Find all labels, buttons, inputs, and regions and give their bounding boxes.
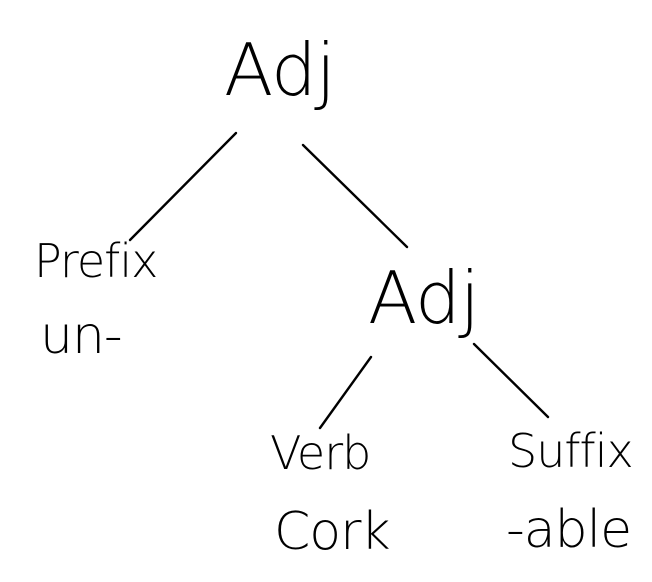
verb-word-label: Cork (274, 502, 391, 562)
edge-root-prefix (128, 131, 238, 242)
verb-category-label: Verb (270, 426, 371, 480)
prefix-word-label: un- (40, 306, 123, 366)
edge-adj-verb (318, 355, 373, 430)
edge-adj-suffix (472, 342, 550, 419)
suffix-category-label: Suffix (508, 424, 634, 478)
inner-adj-label: Adj (368, 256, 480, 340)
prefix-category-label: Prefix (34, 234, 158, 288)
edge-root-adj (301, 143, 409, 249)
suffix-word-label: -able (506, 500, 632, 560)
root-adj-label: Adj (224, 28, 336, 112)
